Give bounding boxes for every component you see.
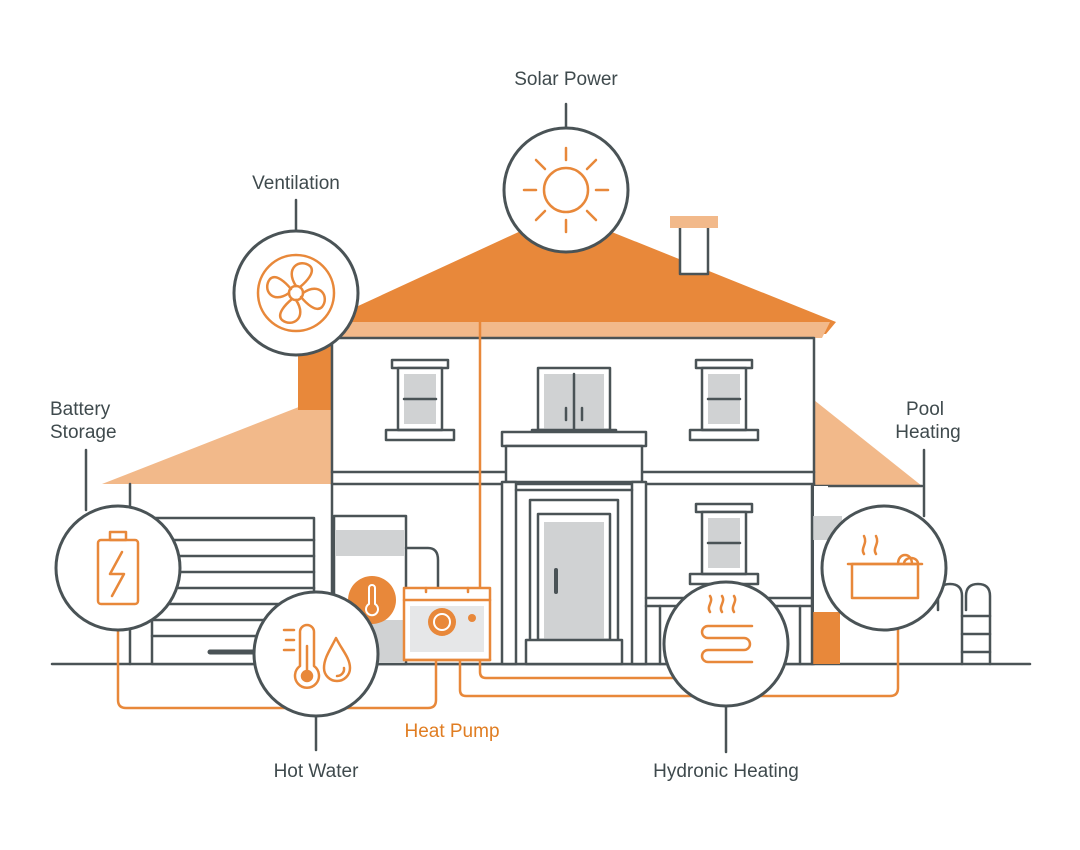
garage-roof bbox=[102, 394, 332, 484]
ventilation-label: Ventilation bbox=[252, 173, 340, 194]
pool-heating-label-line1: Pool bbox=[905, 399, 945, 420]
battery-storage-circle bbox=[54, 504, 182, 632]
hot-water-circle bbox=[252, 590, 380, 718]
tank-thermometer-icon bbox=[365, 584, 379, 617]
chimney bbox=[678, 224, 710, 276]
fan-icon bbox=[256, 253, 336, 333]
solar-power-label: Solar Power bbox=[514, 69, 618, 90]
heat-pump-label: Heat Pump bbox=[404, 721, 500, 742]
upper-center-window bbox=[530, 366, 618, 442]
thermometer-droplet-icon bbox=[282, 623, 352, 689]
radiant-coil-icon bbox=[700, 594, 754, 664]
pool-icon bbox=[846, 534, 924, 600]
battery-icon bbox=[96, 530, 140, 606]
upper-left-window bbox=[384, 358, 456, 442]
upper-right-window bbox=[688, 358, 760, 442]
pool-heating-label-line2: Heating bbox=[895, 422, 961, 443]
hydronic-heating-label: Hydronic Heating bbox=[653, 761, 799, 782]
ventilation-circle bbox=[232, 229, 360, 357]
hot-water-label: Hot Water bbox=[273, 761, 359, 782]
main-roof bbox=[332, 212, 836, 334]
battery-storage-label-line2: Storage bbox=[50, 422, 117, 443]
right-wing-door bbox=[812, 612, 840, 664]
solar-power-circle bbox=[502, 126, 630, 254]
roof-fascia bbox=[332, 322, 830, 338]
sun-icon bbox=[522, 146, 610, 234]
pool-heating-circle bbox=[820, 504, 948, 632]
chimney-cap bbox=[670, 216, 718, 228]
lower-right-window bbox=[688, 502, 760, 586]
pipe-network bbox=[116, 252, 900, 710]
battery-storage-label-line1: Battery bbox=[50, 399, 111, 420]
right-wing-roof bbox=[814, 400, 922, 486]
heat-pump-unit bbox=[402, 586, 492, 662]
front-door bbox=[524, 512, 624, 666]
pool-ladder bbox=[936, 582, 992, 666]
hydronic-heating-circle bbox=[662, 580, 790, 708]
